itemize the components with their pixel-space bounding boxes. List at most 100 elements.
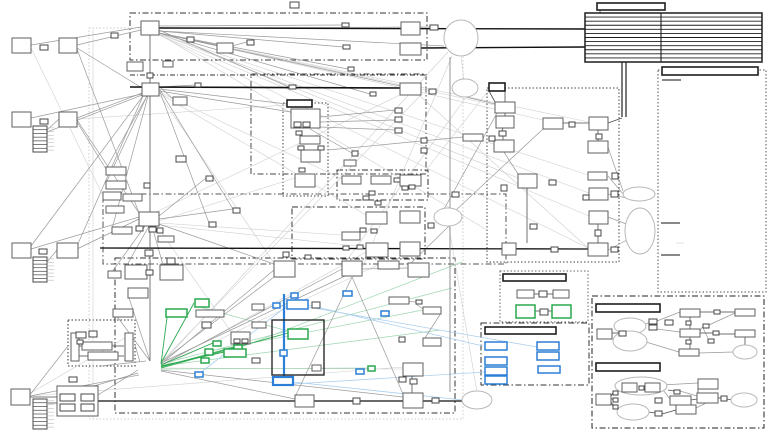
diagram-node[interactable] xyxy=(388,296,410,305)
connector-node[interactable] xyxy=(712,330,720,336)
blue-node[interactable] xyxy=(537,365,561,374)
connector-node[interactable] xyxy=(347,66,355,72)
diagram-node[interactable] xyxy=(696,392,719,404)
node-ellipse[interactable] xyxy=(622,186,656,202)
diagram-node[interactable] xyxy=(58,37,78,54)
diagram-node[interactable] xyxy=(422,337,442,347)
connector-node[interactable] xyxy=(88,330,98,338)
connector-node[interactable] xyxy=(146,72,154,79)
blue-node[interactable] xyxy=(355,368,365,375)
diagram-node[interactable] xyxy=(494,101,516,114)
diagram-node[interactable] xyxy=(111,226,133,235)
diagram-node[interactable] xyxy=(341,231,361,241)
connector-node[interactable] xyxy=(707,338,715,344)
record-node[interactable] xyxy=(32,256,48,283)
connector-node[interactable] xyxy=(359,227,367,233)
node-ellipse[interactable] xyxy=(732,344,758,360)
diagram-node[interactable] xyxy=(377,260,400,270)
connector-node[interactable] xyxy=(352,397,361,405)
connector-node[interactable] xyxy=(59,393,76,402)
diagram-node[interactable] xyxy=(399,241,421,257)
green-node[interactable] xyxy=(212,340,222,347)
green-node[interactable] xyxy=(223,348,247,358)
connector-node[interactable] xyxy=(293,121,302,128)
diagram-node[interactable] xyxy=(81,341,113,351)
connector-node[interactable] xyxy=(398,376,407,383)
connector-node[interactable] xyxy=(232,207,241,214)
diagram-node[interactable] xyxy=(157,235,175,243)
connector-node[interactable] xyxy=(610,190,619,198)
blue-node[interactable] xyxy=(484,356,508,366)
connector-node[interactable] xyxy=(702,323,710,329)
connector-node[interactable] xyxy=(610,246,619,253)
connector-node[interactable] xyxy=(295,130,303,136)
blue-node[interactable] xyxy=(484,375,508,385)
diagram-node[interactable] xyxy=(341,175,362,185)
diagram-node[interactable] xyxy=(734,329,756,338)
diagram-node[interactable] xyxy=(311,364,322,372)
green-node[interactable] xyxy=(204,348,214,356)
diagram-node[interactable] xyxy=(400,21,421,36)
connector-node[interactable] xyxy=(548,179,557,186)
diagram-node[interactable] xyxy=(107,270,122,279)
connector-node[interactable] xyxy=(370,228,378,234)
diagram-node[interactable] xyxy=(402,392,424,409)
diagram-node[interactable] xyxy=(58,111,78,128)
diagram-node[interactable] xyxy=(516,289,535,299)
connector-node[interactable] xyxy=(144,249,154,257)
record-node[interactable] xyxy=(32,125,48,153)
diagram-node[interactable] xyxy=(399,174,422,187)
connector-node[interactable] xyxy=(538,290,548,298)
connector-node[interactable] xyxy=(80,403,95,412)
connector-node[interactable] xyxy=(148,226,157,233)
connector-node[interactable] xyxy=(201,321,212,329)
diagram-node[interactable] xyxy=(300,149,321,163)
green-node[interactable] xyxy=(551,304,572,319)
connector-node[interactable] xyxy=(194,82,202,88)
blue-node[interactable] xyxy=(536,351,560,361)
connector-node[interactable] xyxy=(394,107,403,114)
diagram-node[interactable] xyxy=(679,328,701,338)
connector-node[interactable] xyxy=(39,118,49,125)
connector-node[interactable] xyxy=(638,385,645,391)
connector-node[interactable] xyxy=(420,137,428,144)
diagram-node[interactable] xyxy=(679,308,701,318)
diagram-node[interactable] xyxy=(140,20,160,36)
connector-node[interactable] xyxy=(415,299,423,305)
node-ellipse[interactable] xyxy=(461,390,493,410)
blue-node[interactable] xyxy=(290,292,299,299)
blue-node[interactable] xyxy=(536,341,560,351)
connector-node[interactable] xyxy=(186,36,195,43)
connector-node[interactable] xyxy=(500,184,508,192)
connector-node[interactable] xyxy=(498,130,507,137)
connector-node[interactable] xyxy=(673,389,681,395)
connector-node[interactable] xyxy=(205,175,214,182)
connector-node[interactable] xyxy=(685,320,692,326)
green-node[interactable] xyxy=(194,298,210,308)
diagram-node[interactable] xyxy=(216,42,234,54)
connector-node[interactable] xyxy=(304,254,312,260)
node-ellipse[interactable] xyxy=(443,19,479,57)
connector-node[interactable] xyxy=(233,338,241,344)
diagram-node[interactable] xyxy=(517,173,538,189)
connector-node[interactable] xyxy=(409,378,418,385)
connector-node[interactable] xyxy=(298,167,306,173)
connector-node[interactable] xyxy=(594,229,602,237)
connector-node[interactable] xyxy=(342,44,351,50)
diagram-node[interactable] xyxy=(587,140,609,154)
diagram-node[interactable] xyxy=(11,37,32,54)
diagram-node[interactable] xyxy=(162,60,174,68)
diagram-node[interactable] xyxy=(644,382,661,393)
connector-node[interactable] xyxy=(539,308,549,316)
connector-node[interactable] xyxy=(76,339,84,345)
green-node[interactable] xyxy=(165,308,188,318)
green-node[interactable] xyxy=(200,357,210,364)
connector-node[interactable] xyxy=(648,324,658,331)
connector-node[interactable] xyxy=(38,248,48,255)
connector-node[interactable] xyxy=(369,91,377,97)
connector-node[interactable] xyxy=(289,1,300,9)
diagram-node[interactable] xyxy=(587,242,609,257)
diagram-node[interactable] xyxy=(11,242,32,259)
diagram-node[interactable] xyxy=(172,96,188,106)
diagram-node[interactable] xyxy=(552,289,570,299)
